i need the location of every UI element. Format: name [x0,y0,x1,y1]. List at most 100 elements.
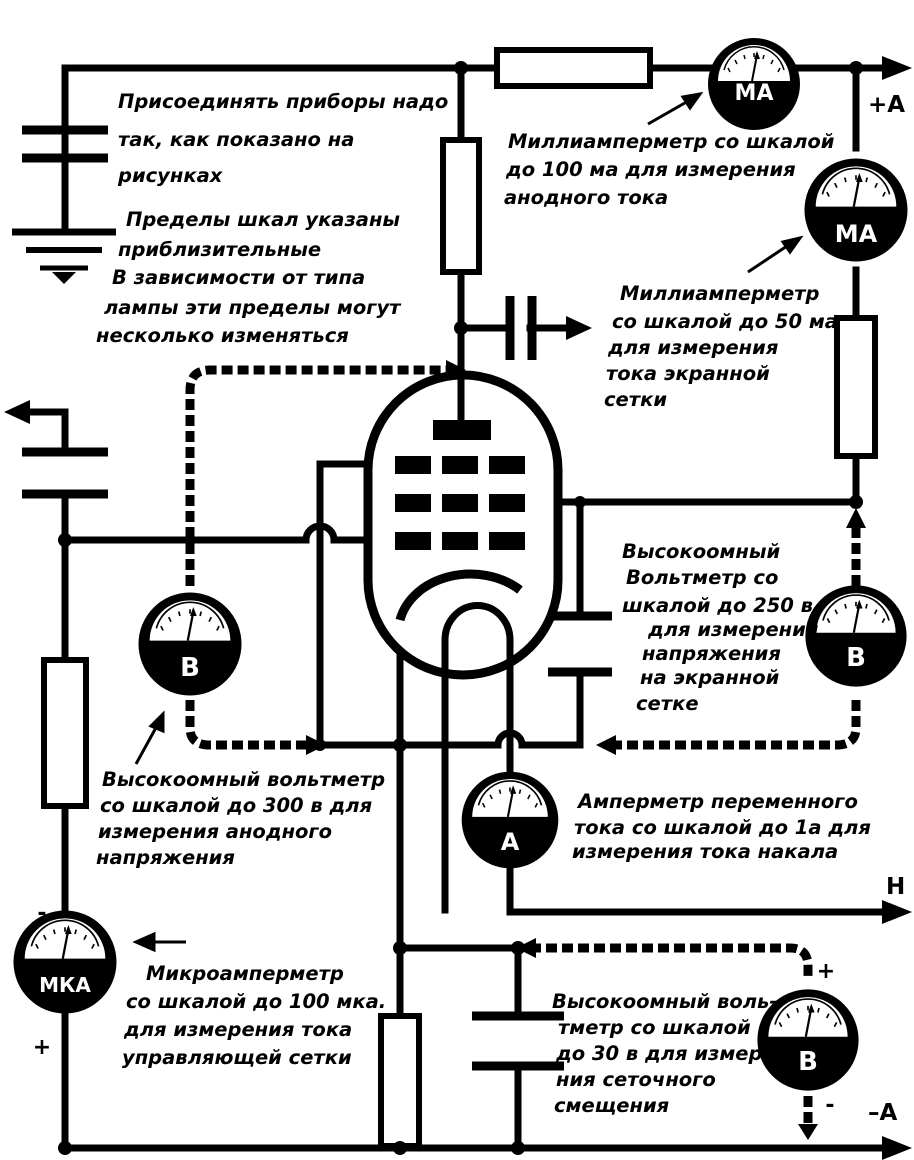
resistor-cathode [378,1013,422,1149]
caption-line: измерения анодного [98,820,332,843]
meter-label: А [501,828,520,856]
caption-grid-mka: Микроамперметр со шкалой до 100 мка. для… [122,962,386,1069]
caption-line: сетки [604,388,667,411]
mka-minus-sign: - [37,901,46,926]
arrow-heater [882,900,912,924]
resistor-grid-leak [41,657,89,809]
meter-label: МКА [39,973,91,997]
caption-line: Высокоомный [622,540,781,563]
caption-line: Вольтметр со [626,566,778,589]
note-limits-line: несколько изменяться [96,324,349,347]
caption-line: со шкалой до 100 мка. [126,990,386,1013]
resistor-anode-load [494,47,653,89]
meter-label: В [798,1047,818,1077]
anode-voltmeter-lead-top [185,365,452,586]
caption-filament-a: Амперметр переменного тока со шкалой до … [572,790,871,863]
note-limits: Пределы шкал указаны приблизительные В з… [96,208,402,347]
note-connect-line: так, как показано на [118,128,354,151]
caption-line: управляющей сетки [122,1046,352,1069]
tube-filament [441,602,514,680]
arrow-plus-a [882,56,912,80]
caption-screen-v: Высокоомный Вольтметр со шкалой до 250 в… [622,540,818,715]
caption-line: для измерения [607,336,778,359]
meter-screen-milliammeter: МА [803,157,909,263]
caption-pointers [132,91,804,953]
lead-arrow-cathode-right [596,735,616,755]
note-connect-line: рисунках [117,164,224,187]
caption-line: со шкалой до 50 ма [612,310,838,333]
heater-out [506,864,904,916]
note-limits-line: лампы эти пределы могут [104,296,402,319]
bias-plus-sign: + [817,959,835,984]
terminal-heater: Н [886,874,905,900]
caption-line: измерения тока накала [572,840,838,863]
caption-line: смещения [554,1094,669,1117]
pentode-tube [363,370,563,680]
caption-line: анодного тока [504,186,668,209]
caption-line: на экранной [640,666,780,689]
caption-line: напряжения [96,846,235,869]
caption-screen-ma: Миллиамперметр со шкалой до 50 ма для из… [604,282,838,411]
caption-line: сетке [636,692,699,715]
ground-symbol [12,228,116,284]
caption-line: тока экранной [606,362,770,385]
screen-voltmeter-lead-bottom [610,700,861,750]
terminal-arrows [4,56,912,1160]
caption-line: для измерения [647,618,818,641]
arrow-output [566,316,592,340]
caption-line: со шкалой до 300 в для [100,794,372,817]
capacitor-cathode [472,1011,564,1071]
caption-line: шкалой до 250 в [622,594,813,617]
junction-nodes [58,61,863,1155]
note-connect: Присоединять приборы надо так, как показ… [117,90,448,187]
caption-line: Высокоомный вольтметр [102,768,385,791]
lead-arrow-bias [516,938,536,958]
note-limits-line: приблизительные [118,238,321,261]
tube-grids [395,456,525,550]
caption-line: для измерения тока [123,1018,352,1041]
meter-grid-microammeter: МКА [12,909,118,1015]
meter-anode-milliammeter: МА [707,37,801,131]
mka-plus-sign: + [33,1035,51,1060]
meter-label: МА [735,81,774,106]
bias-voltmeter-lead-top [530,943,813,978]
note-limits-line: Пределы шкал указаны [126,208,400,231]
caption-line: тока со шкалой до 1а для [574,816,871,839]
cathode-down [396,576,522,1014]
meter-leads [185,360,866,1140]
meter-filament-ammeter: А [460,770,560,870]
note-connect-line: Присоединять приборы надо [118,90,448,113]
resistor-anode-vertical [440,137,482,275]
caption-line: Высокоомный воль- [552,990,777,1013]
note-limits-line: В зависимости от типа [112,266,365,289]
tube-cathode [395,569,523,622]
capacitor-output [505,296,537,360]
caption-line: ния сеточного [556,1068,716,1091]
terminal-plus-a: +А [868,92,905,118]
caption-line: Миллиамперметр со шкалой [508,130,835,153]
meter-label: МА [835,220,878,248]
capacitor-top-left [22,64,108,200]
caption-line: Микроамперметр [146,962,344,985]
bias-minus-sign: - [825,1093,834,1118]
lead-arrow-screen [846,508,866,528]
anode-voltmeter-lead-bottom [185,700,312,750]
tube-anode-plate [433,420,491,440]
meter-screen-voltmeter: В [804,584,908,688]
caption-anode-v: Высокоомный вольтметр со шкалой до 300 в… [96,768,385,869]
meter-label: В [846,643,866,673]
caption-line: тметр со шкалой [558,1016,751,1039]
capacitor-grid-input [22,447,108,499]
caption-line: напряжения [642,642,781,665]
arrow-grid-input [4,400,30,424]
caption-line: до 30 в для измере- [555,1042,784,1065]
caption-anode-ma: Миллиамперметр со шкалой до 100 ма для и… [504,130,835,209]
caption-line: Миллиамперметр [620,282,820,305]
meter-bias-voltmeter: В [756,988,860,1092]
lead-arrow-bias-bottom [798,1124,818,1140]
grid-input-lead [11,408,69,452]
caption-line: до 100 ма для измерения [505,158,796,181]
lead-arrow-anode [446,360,466,380]
meter-label: В [180,653,200,683]
